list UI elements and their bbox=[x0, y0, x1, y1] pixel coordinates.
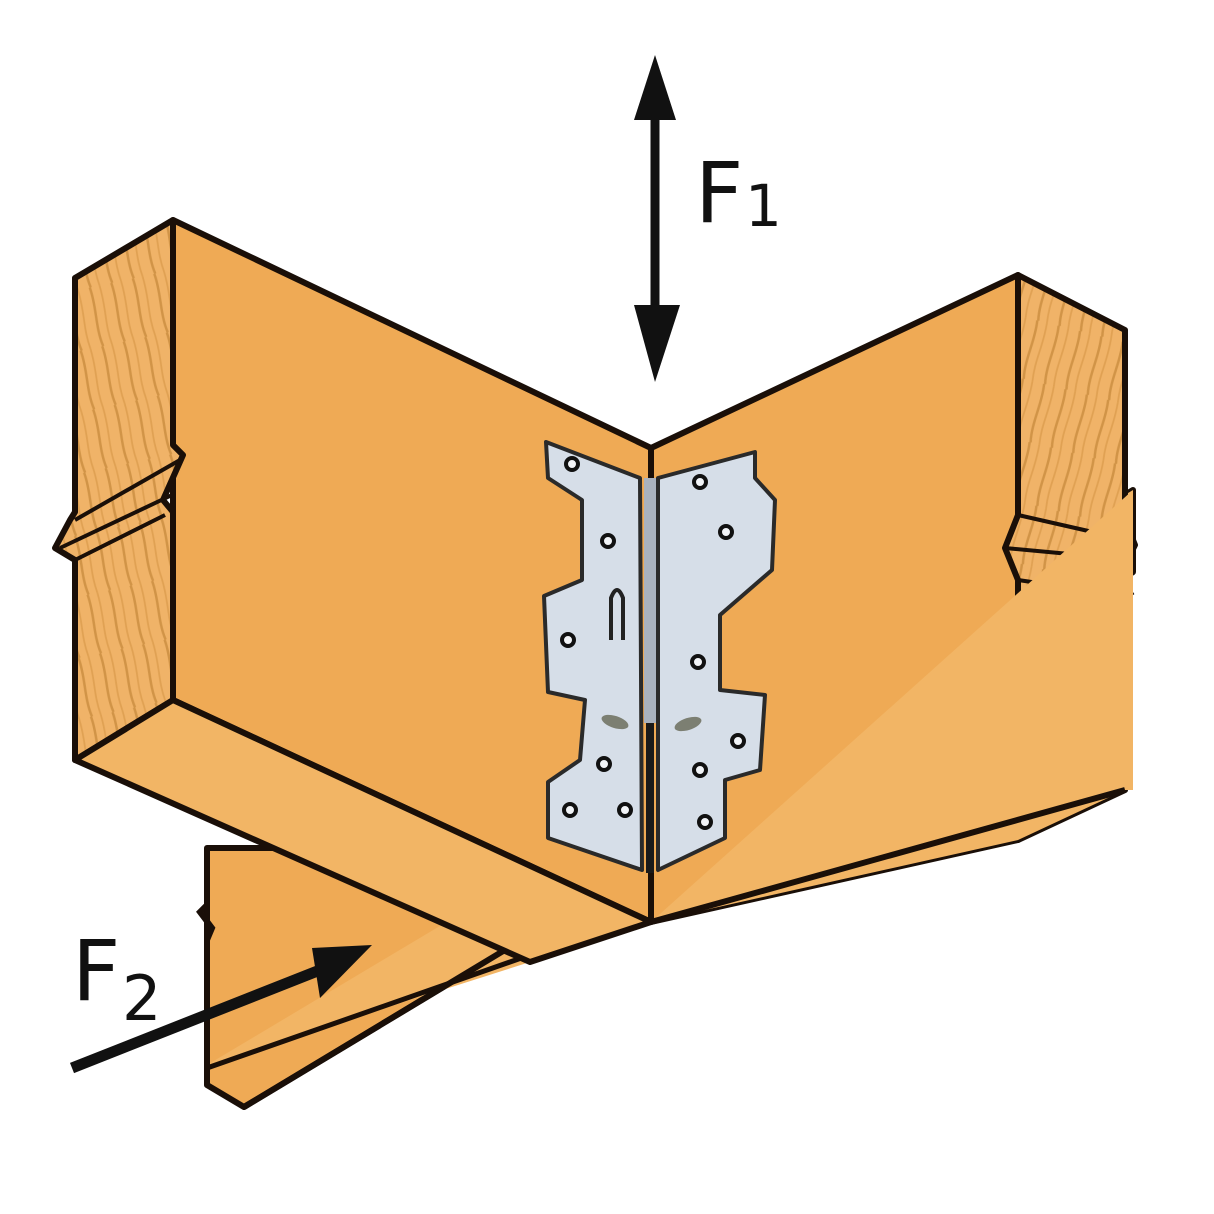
arrow-up-head bbox=[634, 55, 676, 120]
force-f2-arrow bbox=[69, 945, 372, 1074]
connector-left-flange bbox=[542, 440, 644, 872]
arrow-right-head bbox=[312, 945, 372, 998]
connector-bend bbox=[644, 478, 656, 723]
f1-subscript: 1 bbox=[745, 172, 782, 240]
right-joist-bottom-face bbox=[651, 490, 1133, 922]
right-joist bbox=[648, 272, 1138, 925]
force-f2-label: F 2 bbox=[72, 922, 161, 1035]
connector-slot-line bbox=[646, 723, 654, 873]
left-joist-end-grain bbox=[52, 217, 186, 763]
arrow-down-head bbox=[634, 305, 680, 382]
force-f1-label: F 1 bbox=[695, 144, 782, 242]
tab-punchout bbox=[609, 588, 625, 640]
nail-holes bbox=[560, 456, 746, 830]
left-joist bbox=[52, 217, 654, 965]
slot-left bbox=[601, 714, 629, 730]
f2-letter: F bbox=[72, 922, 120, 1020]
connector-right-flange bbox=[656, 450, 777, 872]
angle-connector-plate bbox=[542, 440, 777, 873]
slot-right bbox=[674, 716, 702, 732]
f2-subscript: 2 bbox=[122, 962, 161, 1035]
force-f1-arrow bbox=[634, 55, 680, 382]
f1-letter: F bbox=[695, 144, 743, 242]
